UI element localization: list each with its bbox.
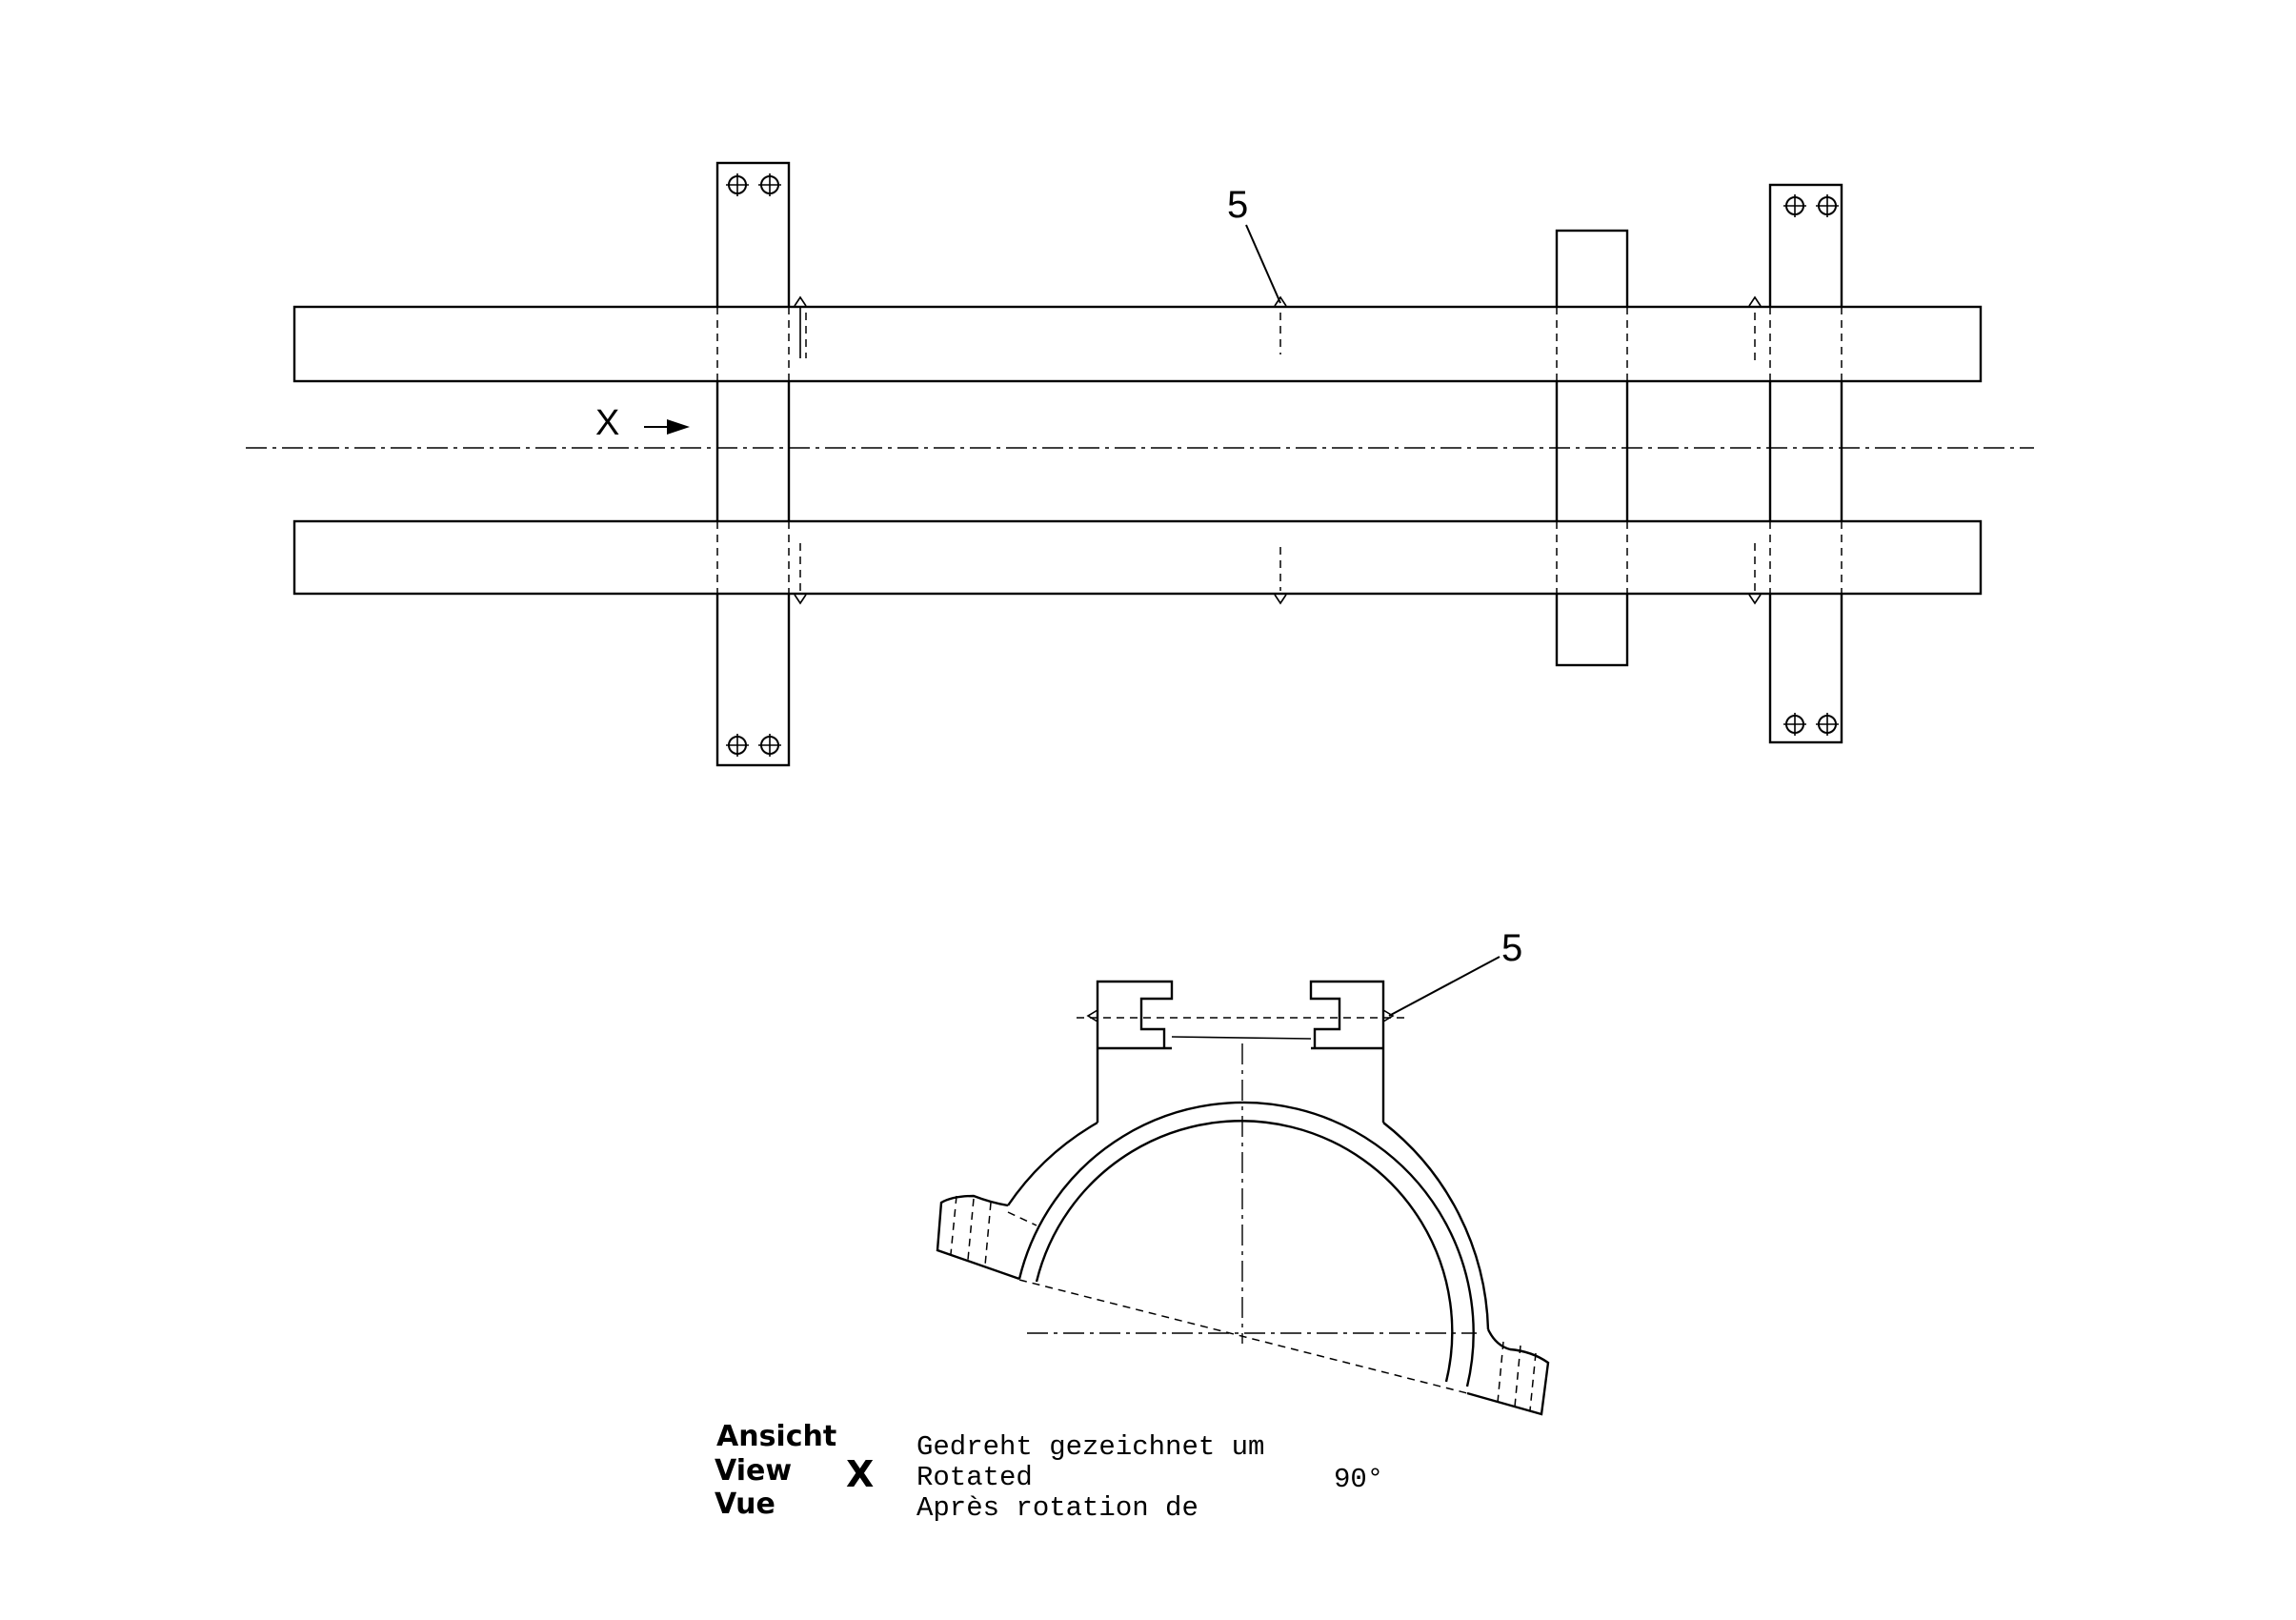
parting-line [1018,1279,1468,1394]
caption-label-de: Ansicht [716,1420,836,1453]
weld-marks [794,295,1762,605]
left-clamp-plate [715,161,791,767]
bore-inner-arc [1035,1119,1454,1383]
caption-rotation-en: Rotated [916,1462,1033,1493]
section-callout-number: 5 [1501,927,1522,969]
caption-rotation-fr: Après rotation de [916,1492,1198,1524]
bolt-hole-icon [1816,194,1839,217]
left-foot [936,1194,1020,1281]
lower-rail [292,519,1983,596]
hidden-edges-plates [716,307,1843,594]
section-view: 5 [936,927,1550,1416]
weld-mark-icon [794,295,807,358]
view-arrow-icon [644,419,690,435]
caption-label-en: View [715,1454,792,1488]
caption-label-fr: Vue [715,1488,775,1521]
view-caption: Ansicht View Vue X Gedreht gezeichnet um… [715,1420,1383,1524]
weld-mark-icon [1086,1008,1098,1023]
section-callout-leader [1388,956,1500,1017]
right-foot [1466,1328,1550,1416]
bolt-hole-icon [1783,713,1806,736]
upper-rail [292,305,1983,383]
weld-mark-icon [1748,295,1762,362]
weld-mark-icon [794,543,807,605]
right-top-lug [1309,980,1385,1048]
bolt-hole-icon [758,173,781,196]
callout-number: 5 [1227,184,1248,226]
view-marker-label: X [595,403,619,443]
right-clamp-plate [1768,183,1843,744]
left-foot-holes [950,1195,1037,1266]
top-view: 5 X [246,161,2034,767]
weld-mark-icon [1274,295,1287,354]
housing-outer-arc-right [1382,1122,1490,1330]
bolt-holes [726,173,1839,757]
bolt-hole-icon [758,734,781,757]
middle-plate [1555,229,1629,667]
left-top-lug [1096,980,1174,1048]
callout-leader [1245,224,1281,304]
right-foot-holes [1497,1341,1537,1411]
weld-mark-icon [1748,543,1762,605]
caption-rotation-de: Gedreht gezeichnet um [916,1431,1264,1463]
caption-angle: 90° [1334,1464,1383,1495]
connection-line [1171,1036,1312,1040]
housing-outer-arc [1007,1121,1098,1206]
bolt-hole-icon [726,173,749,196]
bolt-hole-icon [1783,194,1806,217]
bore-outer-arc [1017,1101,1475,1387]
caption-view-letter: X [846,1453,874,1495]
weld-mark-icon [1382,1008,1395,1023]
weld-mark-icon [1274,547,1287,605]
bolt-hole-icon [1816,713,1839,736]
bolt-hole-icon [726,734,749,757]
